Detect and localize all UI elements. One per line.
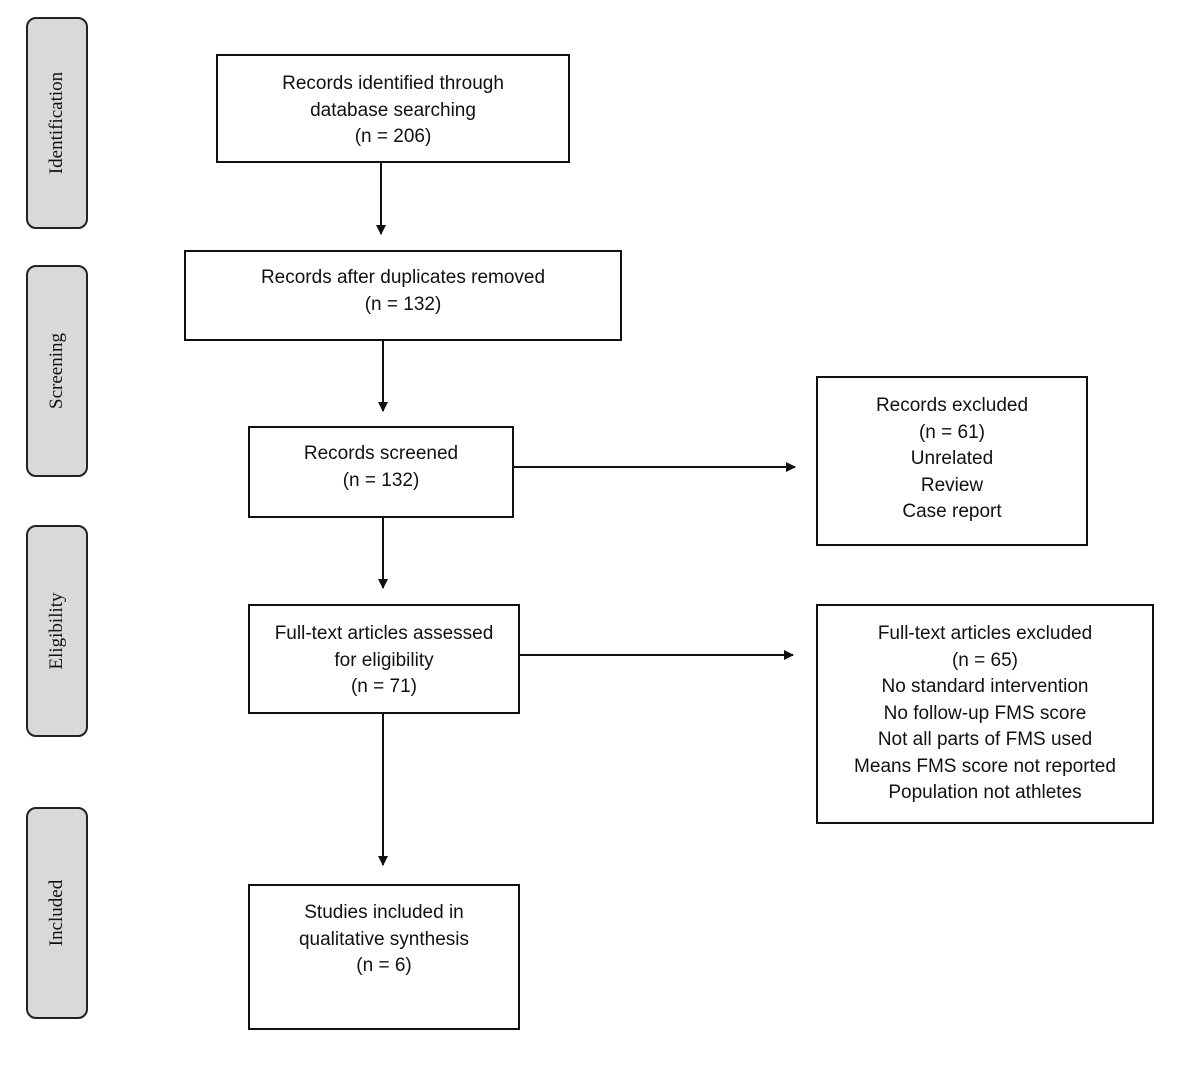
studies-included-box: Studies included in qualitative synthesi… xyxy=(248,884,520,1030)
records-identified-line-1: Records identified through xyxy=(282,73,504,94)
full-text-excluded-box: Full-text articles excluded (n = 65) No … xyxy=(816,604,1154,824)
studies-included-line-1: Studies included in xyxy=(304,902,464,923)
full-text-excluded-reason-2: No follow-up FMS score xyxy=(883,702,1087,724)
studies-included-line-2: qualitative synthesis xyxy=(298,928,470,950)
records-excluded-count: (n = 61) xyxy=(918,421,985,443)
stage-included: Included xyxy=(26,807,88,1019)
duplicates-removed-line-1: Records after duplicates removed xyxy=(260,267,546,288)
records-excluded-reason-2: Review xyxy=(920,474,984,496)
duplicates-removed-count: (n = 132) xyxy=(364,293,442,315)
records-screened-count: (n = 132) xyxy=(342,469,420,491)
full-text-excluded-line-1: Full-text articles excluded xyxy=(877,623,1093,644)
records-excluded-reason-3: Case report xyxy=(902,501,1002,522)
records-screened-line-1: Records screened xyxy=(303,443,459,464)
full-text-assessed-line-1: Full-text articles assessed xyxy=(274,623,494,644)
stage-screening: Screening xyxy=(26,265,88,477)
full-text-excluded-reason-4: Means FMS score not reported xyxy=(854,755,1116,777)
full-text-excluded-reason-5: Population not athletes xyxy=(888,782,1082,803)
studies-included-count: (n = 6) xyxy=(356,955,412,976)
records-identified-box: Records identified through database sear… xyxy=(216,54,570,163)
full-text-assessed-box: Full-text articles assessed for eligibil… xyxy=(248,604,520,714)
stage-eligibility: Eligibility xyxy=(26,525,88,737)
records-identified-line-2: database searching xyxy=(310,99,476,121)
stage-identification: Identification xyxy=(26,17,88,229)
records-excluded-reason-1: Unrelated xyxy=(910,448,994,469)
records-excluded-line-1: Records excluded xyxy=(875,395,1029,416)
records-identified-count: (n = 206) xyxy=(354,126,432,147)
full-text-excluded-count: (n = 65) xyxy=(951,649,1018,671)
full-text-assessed-line-2: for eligibility xyxy=(334,649,434,671)
full-text-assessed-count: (n = 71) xyxy=(350,676,417,697)
full-text-excluded-reason-3: Not all parts of FMS used xyxy=(877,729,1093,750)
duplicates-removed-box: Records after duplicates removed (n = 13… xyxy=(184,250,622,341)
records-screened-box: Records screened (n = 132) xyxy=(248,426,514,518)
records-excluded-box: Records excluded (n = 61) Unrelated Revi… xyxy=(816,376,1088,546)
full-text-excluded-reason-1: No standard intervention xyxy=(881,676,1089,697)
